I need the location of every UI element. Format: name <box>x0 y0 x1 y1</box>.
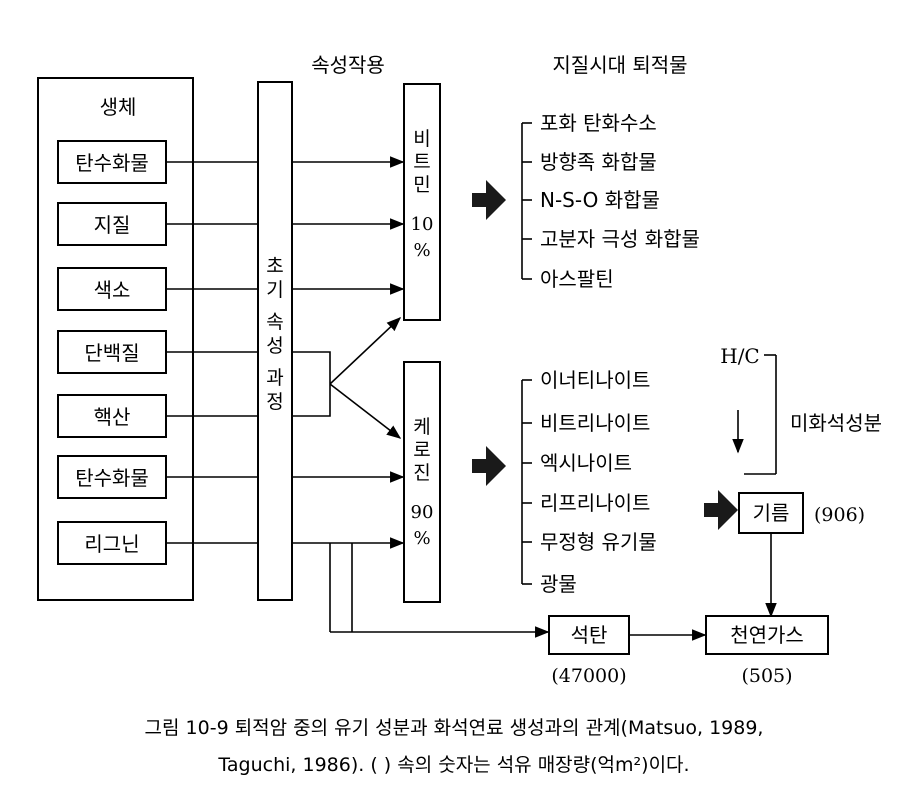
organism-item-box <box>57 455 167 499</box>
svg-text:로: 로 <box>413 439 430 461</box>
organism-item-protein: 단백질 <box>84 341 139 365</box>
coal-label: 석탄 <box>571 623 608 647</box>
bitumen-product: 방향족 화합물 <box>540 150 657 174</box>
svg-text:10: 10 <box>411 214 434 235</box>
organism-item-box <box>57 521 167 565</box>
coal-box <box>548 615 630 655</box>
svg-text:90: 90 <box>411 502 434 523</box>
kerogen-product: 비트리나이트 <box>540 411 650 435</box>
kerogen-product: 무정형 유기물 <box>540 530 657 554</box>
oil-label: 기름 <box>753 501 790 525</box>
header-diagenesis: 속성작용 <box>311 53 385 77</box>
organism-item-lignin: 리그닌 <box>84 532 139 556</box>
svg-text:트: 트 <box>413 151 430 173</box>
svg-text:과: 과 <box>266 367 283 389</box>
kerogen-products-bracket <box>521 379 532 585</box>
svg-text:%: % <box>413 240 430 261</box>
svg-text:케: 케 <box>413 416 430 438</box>
bitumen-label: 비 트 민 10 % <box>411 128 434 261</box>
organism-item-box <box>57 140 167 184</box>
organism-item-pigment: 색소 <box>94 278 131 302</box>
early-diagenesis-label: 초 기 속 성 과 정 <box>266 255 283 413</box>
organism-item-box <box>57 394 167 438</box>
svg-text:초: 초 <box>266 255 283 277</box>
bitumen-product: 포화 탄화수소 <box>540 111 657 135</box>
svg-text:%: % <box>413 528 430 549</box>
organism-item-carbohydrate-2: 탄수화물 <box>75 466 149 490</box>
header-geologic-sediments: 지질시대 퇴적물 <box>552 53 687 77</box>
kerogen-product: 이너티나이트 <box>540 368 650 392</box>
hc-bracket <box>732 354 777 475</box>
kerogen-products: 이너티나이트 비트리나이트 엑시나이트 리프리나이트 무정형 유기물 광물 <box>540 368 657 596</box>
bitumen-products: 포화 탄화수소 방향족 화합물 N-S-O 화합물 고분자 극성 화합물 아스팔… <box>540 111 700 291</box>
organism-box <box>37 77 194 601</box>
organism-item-box <box>57 330 167 374</box>
organism-item-box <box>57 202 167 246</box>
svg-text:민: 민 <box>413 174 430 196</box>
kerogen-product: 엑시나이트 <box>540 451 632 475</box>
bitumen-product: 고분자 극성 화합물 <box>540 227 700 251</box>
oil-box <box>738 492 804 534</box>
caption-line-1: 그림 10-9 퇴적암 중의 유기 성분과 화석연료 생성과의 관계(Matsu… <box>145 717 764 739</box>
svg-text:기: 기 <box>266 279 283 301</box>
gas-box <box>705 615 829 655</box>
organism-item-lipid: 지질 <box>94 213 131 237</box>
coal-reserve-value: (47000) <box>551 665 626 687</box>
svg-text:진: 진 <box>413 462 430 484</box>
svg-text:정: 정 <box>266 391 283 413</box>
maceral-label: 미화석성분 <box>790 411 882 435</box>
svg-text:속: 속 <box>266 311 283 333</box>
kerogen-product: 리프리나이트 <box>540 491 650 515</box>
process-arrows <box>292 156 550 638</box>
hc-label: H/C <box>720 344 759 368</box>
organism-item-carbohydrate: 탄수화물 <box>75 151 149 175</box>
svg-text:성: 성 <box>266 335 283 357</box>
organism-connectors <box>166 161 258 544</box>
organism-item-nucleic-acid: 핵산 <box>94 405 131 429</box>
oil-block-arrow <box>704 490 738 530</box>
kerogen-product: 광물 <box>540 572 577 596</box>
oil-reserve-value: (906) <box>814 504 865 526</box>
bitumen-box <box>403 83 441 321</box>
caption-line-2: Taguchi, 1986). ( ) 속의 숫자는 석유 매장량(억m²)이다… <box>217 754 689 776</box>
bitumen-product: N-S-O 화합물 <box>540 188 660 212</box>
kerogen-label: 케 로 진 90 % <box>411 416 434 549</box>
organism-items: 탄수화물 지질 색소 단백질 핵산 탄수화물 리그닌 <box>57 140 167 565</box>
kerogen-block-arrow <box>472 446 506 486</box>
svg-text:비: 비 <box>413 128 430 150</box>
early-diagenesis-box <box>257 81 293 601</box>
bitumen-product: 아스팔틴 <box>540 267 614 291</box>
gas-label: 천연가스 <box>730 623 804 647</box>
bitumen-products-bracket <box>521 122 532 280</box>
gas-reserve-value: (505) <box>741 665 792 687</box>
bitumen-block-arrow <box>472 180 506 220</box>
organism-title: 생체 <box>100 95 137 119</box>
